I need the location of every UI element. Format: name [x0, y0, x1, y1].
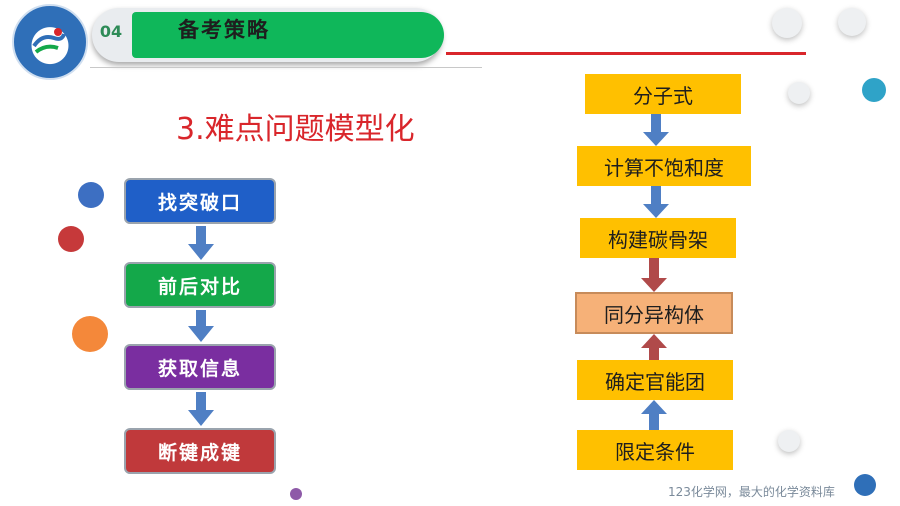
page-title: 3.难点问题模型化 — [176, 112, 415, 147]
left-step-2: 前后对比 — [124, 262, 276, 308]
logo-emblem-icon — [32, 28, 66, 54]
header-underline — [90, 67, 482, 68]
right-step-2: 计算不饱和度 — [577, 146, 751, 186]
header-bar — [132, 12, 444, 58]
section-number: 04 — [99, 22, 123, 41]
right-step-1: 分子式 — [585, 74, 741, 114]
up-arrow-icon — [641, 334, 667, 362]
right-step-4: 同分异构体 — [575, 292, 733, 334]
watermark: 123化学网，最大的化学资料库 — [668, 485, 835, 499]
right-step-3: 构建碳骨架 — [580, 218, 736, 258]
decor-dot — [838, 8, 866, 36]
down-arrow-icon — [643, 114, 669, 146]
right-step-6: 限定条件 — [577, 430, 733, 470]
decor-dot — [854, 474, 876, 496]
left-step-1: 找突破口 — [124, 178, 276, 224]
decor-dot — [862, 78, 886, 102]
decor-dot — [788, 82, 810, 104]
down-arrow-icon — [188, 226, 214, 260]
decor-dot — [72, 316, 108, 352]
left-step-3: 获取信息 — [124, 344, 276, 390]
header-divider — [446, 52, 806, 55]
decor-dot — [772, 8, 802, 38]
down-arrow-icon — [643, 186, 669, 218]
decor-dot — [778, 430, 800, 452]
down-arrow-icon — [188, 310, 214, 342]
down-arrow-icon — [188, 392, 214, 426]
right-step-5: 确定官能团 — [577, 360, 733, 400]
left-step-4: 断键成键 — [124, 428, 276, 474]
section-title: 备考策略 — [178, 17, 270, 42]
down-arrow-icon — [641, 258, 667, 292]
up-arrow-icon — [641, 400, 667, 430]
decor-dot — [78, 182, 104, 208]
decor-dot — [290, 488, 302, 500]
school-logo — [12, 4, 88, 80]
decor-dot — [58, 226, 84, 252]
